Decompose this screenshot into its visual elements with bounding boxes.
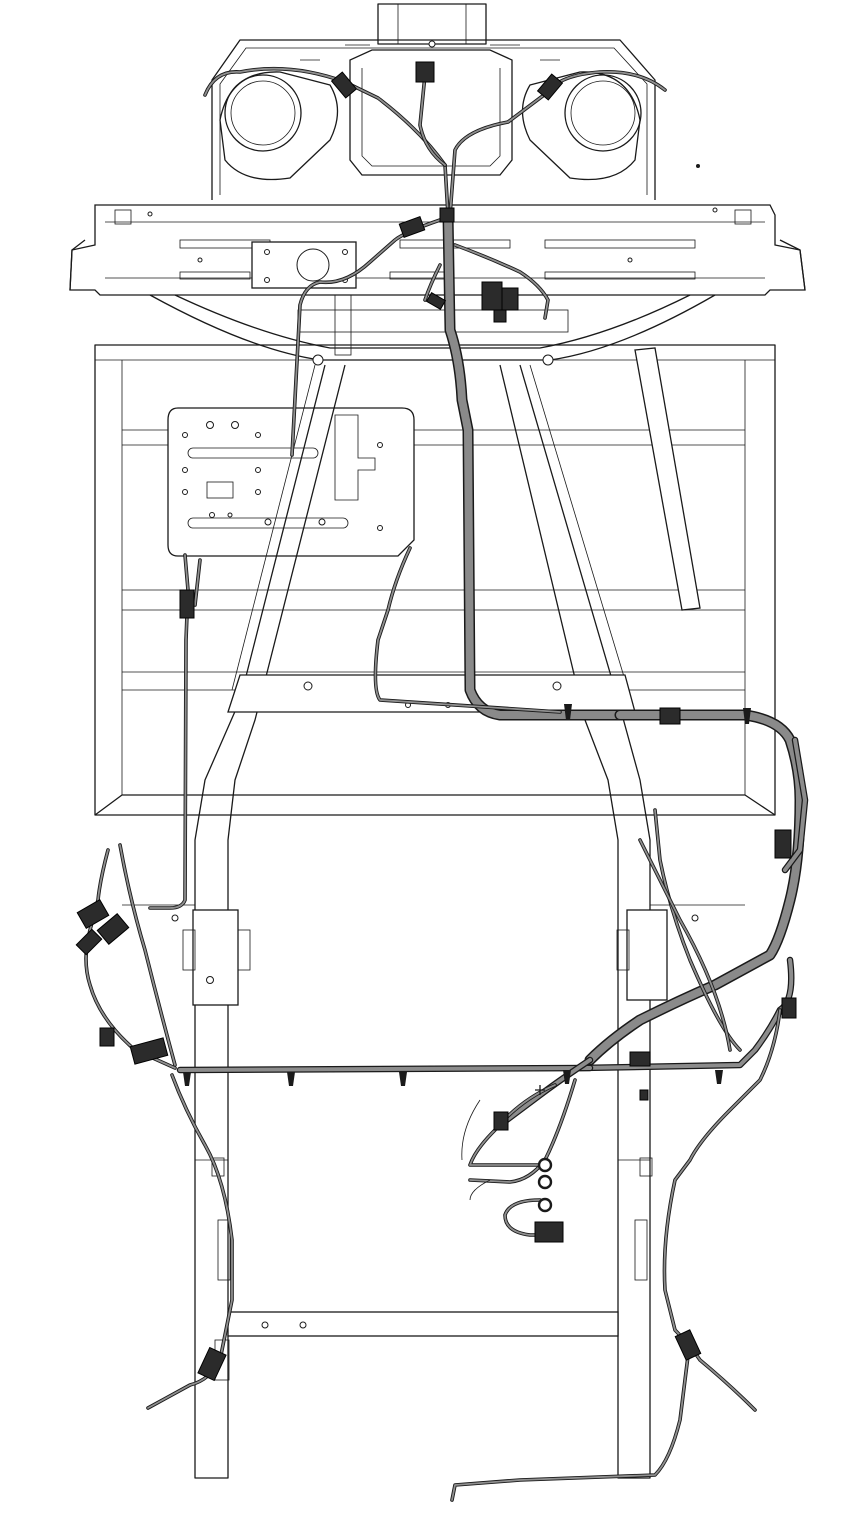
battery-ring-terminals bbox=[537, 1157, 553, 1213]
relay-block-1 bbox=[481, 281, 503, 311]
harness-connectors bbox=[75, 61, 797, 1382]
connector-battery bbox=[534, 1221, 564, 1243]
connector-relay-left bbox=[425, 291, 447, 311]
connector-left-speaker bbox=[330, 71, 358, 99]
connector-right-trunk bbox=[659, 707, 681, 725]
mounting-plate bbox=[167, 407, 415, 557]
ground-point bbox=[535, 1085, 545, 1095]
connector-left-bottom bbox=[197, 1346, 227, 1382]
connector-ground bbox=[639, 1089, 649, 1101]
connector-right-mid bbox=[781, 997, 797, 1019]
harness-clips bbox=[183, 704, 751, 1086]
connector-right-vertical bbox=[774, 829, 792, 859]
relay-block-2 bbox=[501, 287, 519, 311]
main-harness-trunk bbox=[84, 66, 809, 1502]
connector-junction bbox=[439, 207, 455, 223]
connector-plate-inline bbox=[179, 589, 195, 619]
connector-battery-small bbox=[493, 1111, 509, 1131]
connector-center-top bbox=[415, 61, 435, 83]
rear-crossmember bbox=[69, 204, 806, 296]
connector-left-lower bbox=[129, 1037, 169, 1065]
connector-left-small bbox=[99, 1027, 115, 1047]
connector-left-cluster-2 bbox=[96, 913, 130, 945]
relay-block-3 bbox=[493, 309, 507, 323]
rear-speaker-bracket bbox=[211, 3, 700, 200]
connector-center-bottom bbox=[629, 1051, 651, 1067]
connector-right-speaker bbox=[536, 73, 564, 101]
connector-left-cluster-1 bbox=[76, 899, 110, 929]
connector-left-cluster-3 bbox=[75, 928, 103, 956]
connector-right-bottom bbox=[674, 1329, 702, 1361]
connector-crossmember bbox=[398, 216, 426, 238]
